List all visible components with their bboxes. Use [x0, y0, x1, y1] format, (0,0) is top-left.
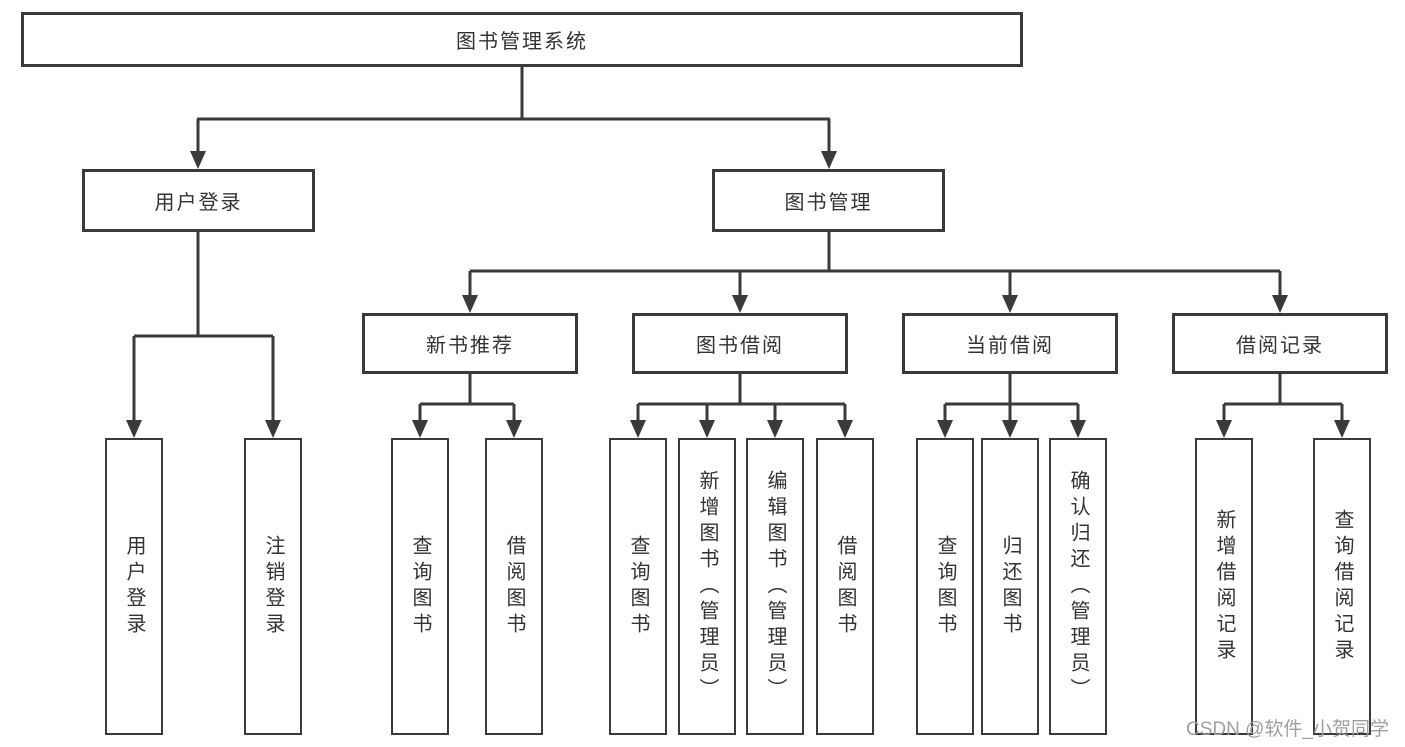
node-new-book-recommendation: 新书推荐	[362, 313, 578, 374]
node-book-management-label: 图书管理	[784, 192, 873, 214]
leaf-confirm-return-admin-label: 确认归还（管理员）	[1067, 469, 1089, 704]
leaf-edit-books-admin-label: 编辑图书（管理员）	[764, 469, 786, 704]
leaf-add-borrow-record: 新增借阅记录	[1195, 438, 1253, 735]
root-node-library-system: 图书管理系统	[21, 12, 1023, 67]
leaf-edit-books-admin: 编辑图书（管理员）	[746, 438, 804, 735]
leaf-query-books-borrowing-label: 查询图书	[627, 534, 649, 639]
leaf-confirm-return-admin: 确认归还（管理员）	[1049, 438, 1107, 735]
node-book-borrowing: 图书借阅	[632, 313, 848, 374]
leaf-query-books-current: 查询图书	[916, 438, 974, 735]
leaf-add-books-admin: 新增图书（管理员）	[678, 438, 736, 735]
node-new-book-recommendation-label: 新书推荐	[426, 335, 514, 357]
leaf-query-borrow-record-label: 查询借阅记录	[1331, 508, 1353, 665]
leaf-user-login-label: 用户登录	[123, 534, 145, 639]
leaf-borrow-books-recommend: 借阅图书	[485, 438, 543, 735]
node-user-login: 用户登录	[82, 169, 315, 232]
node-current-borrowing: 当前借阅	[902, 313, 1118, 374]
leaf-add-books-admin-label: 新增图书（管理员）	[696, 469, 718, 704]
node-borrowing-records: 借阅记录	[1172, 313, 1388, 374]
leaf-query-borrow-record: 查询借阅记录	[1313, 438, 1371, 735]
leaf-user-login: 用户登录	[105, 438, 163, 735]
csdn-watermark: CSDN @软件_小贺同学	[1186, 719, 1389, 740]
leaf-return-books-label: 归还图书	[999, 534, 1021, 639]
leaf-logout-login: 注销登录	[244, 438, 302, 735]
node-borrowing-records-label: 借阅记录	[1236, 335, 1324, 357]
leaf-query-books-recommend-label: 查询图书	[409, 534, 431, 639]
node-current-borrowing-label: 当前借阅	[966, 335, 1054, 357]
leaf-query-books-recommend: 查询图书	[391, 438, 449, 735]
node-book-borrowing-label: 图书借阅	[696, 335, 784, 357]
leaf-return-books: 归还图书	[981, 438, 1039, 735]
node-book-management: 图书管理	[712, 169, 945, 232]
root-node-label: 图书管理系统	[456, 31, 588, 53]
leaf-borrow-books-borrowing: 借阅图书	[816, 438, 874, 735]
leaf-borrow-books-recommend-label: 借阅图书	[503, 534, 525, 639]
arrowheads	[126, 151, 1350, 438]
leaf-logout-login-label: 注销登录	[262, 534, 284, 639]
node-user-login-label: 用户登录	[154, 192, 243, 214]
leaf-borrow-books-borrowing-label: 借阅图书	[834, 534, 856, 639]
leaf-add-borrow-record-label: 新增借阅记录	[1213, 508, 1235, 665]
leaf-query-books-current-label: 查询图书	[934, 534, 956, 639]
leaf-query-books-borrowing: 查询图书	[609, 438, 667, 735]
